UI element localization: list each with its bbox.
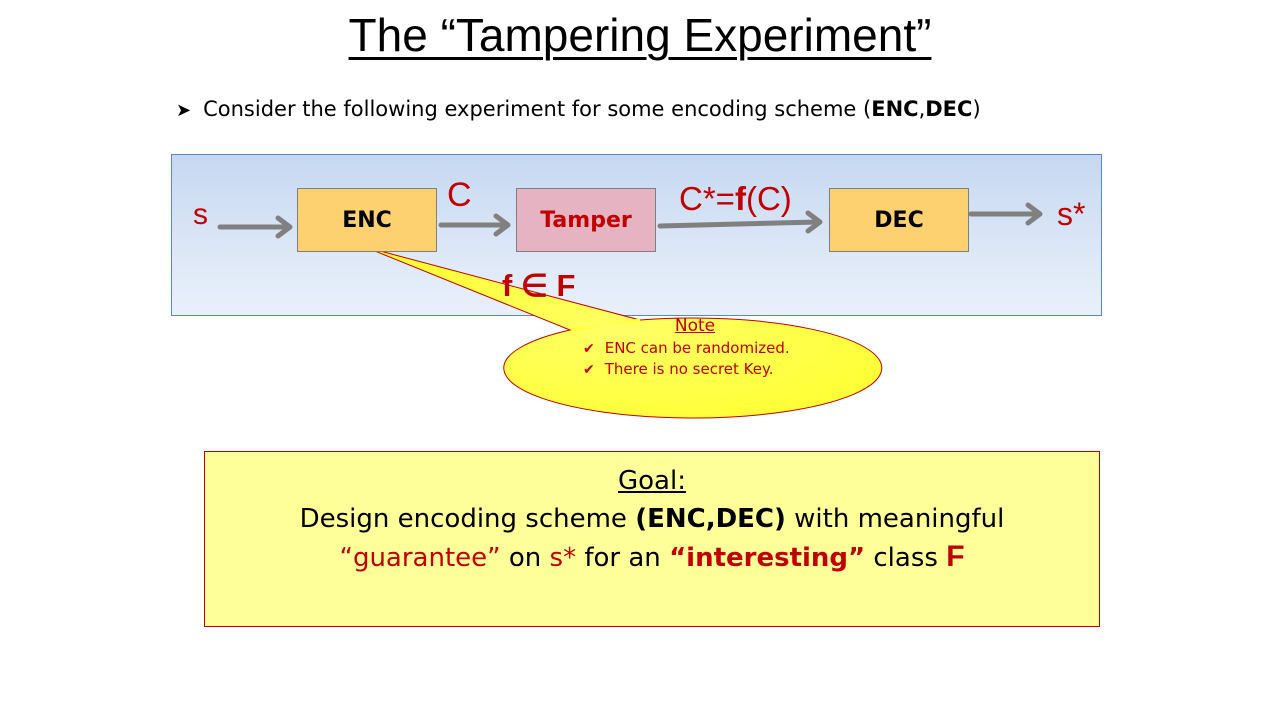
- arrow-tamper-to-dec-head: [805, 210, 823, 234]
- goal-guarantee: “guarantee”: [339, 543, 501, 573]
- tamper-box: Tamper: [516, 188, 656, 252]
- arrow-enc-to-tamper-head: [493, 213, 511, 237]
- dec-box: DEC: [829, 188, 969, 252]
- goal-sstar: s*: [549, 543, 577, 573]
- bullet-enc: ENC: [871, 97, 919, 121]
- goal-text: for an: [576, 543, 670, 573]
- goal-text: on: [500, 543, 550, 573]
- arrow-bullet-icon: ➤: [176, 100, 192, 121]
- tampered-codeword-label: C*=f(C): [679, 180, 792, 218]
- note-callout: Note ✔ ENC can be randomized. ✔ There is n…: [575, 316, 875, 378]
- note-item-text: ENC can be randomized.: [604, 339, 790, 357]
- note-heading: Note: [674, 316, 716, 336]
- arrow-s-to-enc-head: [275, 215, 293, 239]
- cstar-f: f: [734, 180, 746, 217]
- input-label: s: [193, 198, 208, 231]
- note-item-text: There is no secret Key.: [604, 360, 774, 378]
- goal-heading: Goal:: [618, 466, 686, 496]
- goal-line-2: “guarantee” on s* for an “interesting” c…: [205, 538, 1099, 577]
- note-item: ✔ There is no secret Key.: [583, 360, 875, 378]
- bullet-comma: ,: [918, 97, 926, 121]
- goal-line-1: Design encoding scheme (ENC,DEC) with me…: [205, 500, 1099, 538]
- intro-bullet: ➤ Consider the following experiment for s…: [176, 97, 981, 121]
- goal-interesting: “interesting”: [669, 543, 866, 573]
- tamper-family-label: f ∈ F: [502, 268, 576, 303]
- checkmark-icon: ✔: [583, 341, 595, 357]
- cstar-prefix: C*=: [679, 180, 735, 217]
- bullet-text-after: ): [972, 97, 981, 121]
- note-item: ✔ ENC can be randomized.: [583, 339, 875, 357]
- goal-text: class: [865, 543, 947, 573]
- goal-enc-dec: (ENC,DEC): [635, 504, 786, 534]
- goal-text: with meaningful: [785, 504, 1005, 534]
- codeword-label: C: [447, 176, 472, 214]
- note-callout-shape: [364, 246, 883, 419]
- arrow-dec-to-output-head: [1025, 202, 1043, 226]
- bullet-text-before: Consider the following experiment for so…: [203, 97, 872, 121]
- enc-box: ENC: [297, 188, 437, 252]
- output-label: s*: [1057, 196, 1086, 232]
- page-title: The “Tampering Experiment”: [348, 9, 932, 61]
- goal-class-f: F: [946, 540, 965, 573]
- arrow-tamper-to-dec: [657, 219, 821, 229]
- bullet-dec: DEC: [925, 97, 973, 121]
- goal-box: Goal: Design encoding scheme (ENC,DEC) w…: [204, 451, 1100, 627]
- goal-text: Design encoding scheme: [299, 504, 636, 534]
- cstar-suffix: (C): [745, 180, 792, 217]
- checkmark-icon: ✔: [583, 362, 595, 378]
